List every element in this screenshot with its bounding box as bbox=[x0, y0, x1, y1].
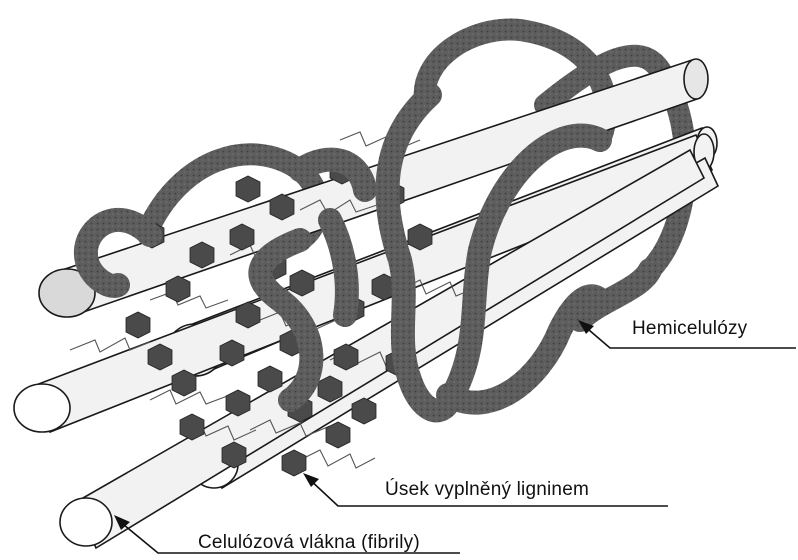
lignin-blob bbox=[226, 390, 250, 416]
arrowhead-lignin bbox=[303, 473, 319, 487]
label-hemicelluloses: Hemicelulózy bbox=[632, 318, 747, 340]
lignin-blob bbox=[230, 224, 254, 250]
lignin-blob bbox=[236, 176, 260, 202]
lignin-blob bbox=[148, 344, 172, 370]
lignin-blob bbox=[220, 340, 244, 366]
lignin-blob bbox=[408, 224, 432, 250]
label-lignin-segment: Úsek vyplněný ligninem bbox=[385, 479, 589, 501]
lignin-blob bbox=[290, 270, 314, 296]
lignin-blob bbox=[126, 312, 150, 338]
lignin-blob bbox=[166, 276, 190, 302]
lignin-blob bbox=[172, 370, 196, 396]
lignin-blob bbox=[326, 422, 350, 448]
lignin-blob bbox=[258, 366, 282, 392]
lignin-blob bbox=[318, 376, 342, 402]
label-cellulose-fibres: Celulózová vlákna (fibrily) bbox=[198, 532, 420, 554]
lignin-blob bbox=[334, 344, 358, 370]
lignin-blob bbox=[282, 450, 306, 476]
lignin-blob bbox=[352, 398, 376, 424]
lignin-blob bbox=[236, 302, 260, 328]
lignin-blob bbox=[180, 414, 204, 440]
lignin-blob bbox=[222, 442, 246, 468]
lignin-blob bbox=[190, 242, 214, 268]
lignin-blob bbox=[270, 194, 294, 220]
